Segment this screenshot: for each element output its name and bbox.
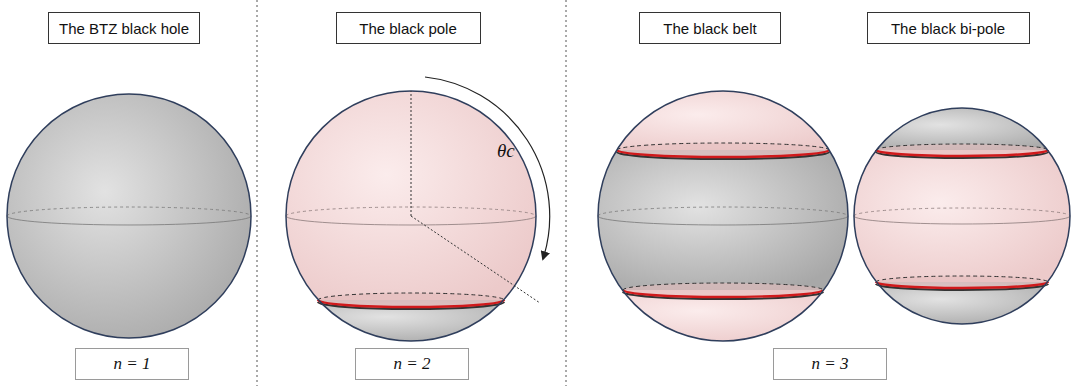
title-box: The BTZ black hole [48, 12, 200, 44]
node-text: n = 3 [812, 354, 849, 374]
separator [566, 0, 567, 386]
title-box: The black pole [336, 12, 481, 44]
node-text: The BTZ black hole [59, 20, 189, 37]
node-text: n = 2 [394, 354, 431, 374]
bipole-sphere [854, 108, 1070, 325]
title-box: The black bi-pole [867, 12, 1030, 44]
index-box: n = 1 [75, 348, 189, 380]
node-text: The black pole [359, 20, 457, 37]
belt-sphere [598, 91, 848, 342]
pole-sphere [286, 77, 550, 342]
index-box: n = 3 [773, 348, 887, 380]
node-text: The black bi-pole [891, 20, 1005, 37]
title-box: The black belt [639, 12, 781, 44]
node-text: The black belt [663, 20, 756, 37]
angle-label: θc [497, 140, 515, 162]
btz-sphere [7, 94, 251, 338]
index-box: n = 2 [355, 348, 469, 380]
separator [257, 0, 258, 386]
node-text: n = 1 [114, 354, 151, 374]
